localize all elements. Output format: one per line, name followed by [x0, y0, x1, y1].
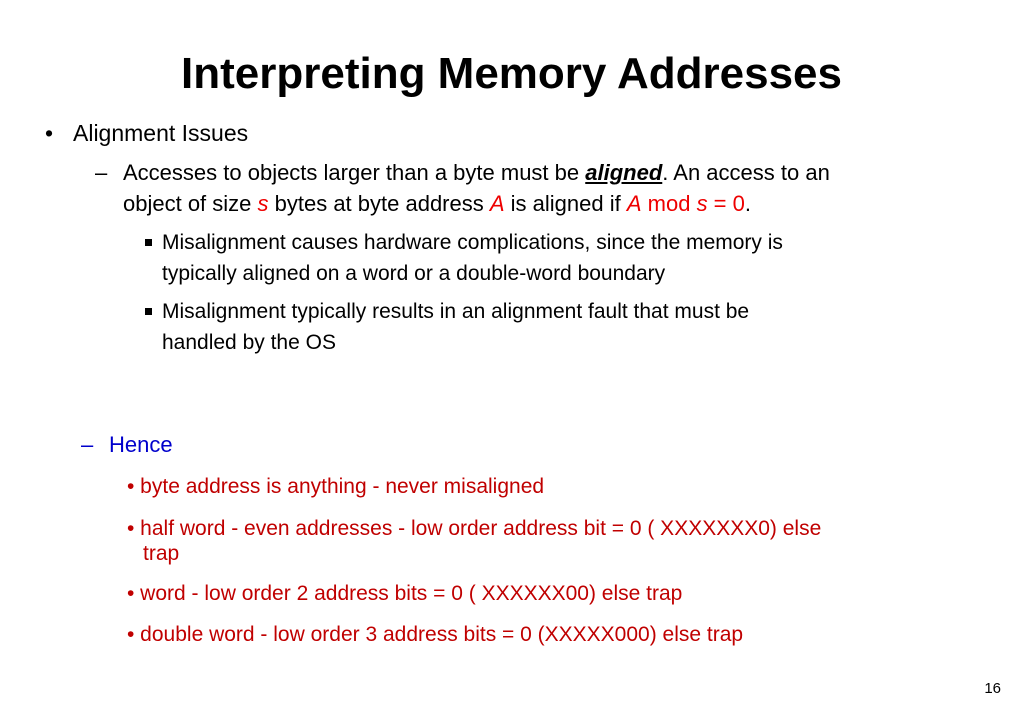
hence-item-word: • word - low order 2 address bits = 0 ( … — [127, 582, 683, 605]
hence-item-half-word-line-1: • half word - even addresses - low order… — [127, 517, 822, 540]
variable-a: A — [626, 191, 642, 216]
text-segment: . An access to an — [662, 160, 830, 185]
page-number: 16 — [984, 680, 1001, 697]
dash-marker: – — [95, 160, 108, 185]
bullet-alignment-issues: Alignment Issues — [73, 120, 249, 146]
square-bullet-icon — [145, 239, 152, 246]
variable-s: s — [696, 191, 708, 216]
aligned-definition-line-2: object of size s bytes at byte address A… — [123, 189, 751, 219]
hence-heading: Hence — [109, 432, 173, 457]
text-segment: . — [744, 191, 751, 216]
bullet-marker: • — [45, 120, 54, 146]
hence-item-double-word: • double word - low order 3 address bits… — [127, 623, 744, 646]
equals-zero: = 0 — [707, 191, 745, 216]
aligned-term: aligned — [585, 160, 663, 185]
text-segment: bytes at byte address — [268, 191, 490, 216]
mod-operator: mod — [641, 191, 697, 216]
text-segment: is aligned if — [504, 191, 627, 216]
sub-bullet-1-line-1: Misalignment causes hardware complicatio… — [162, 231, 783, 254]
hence-item-byte: • byte address is anything - never misal… — [127, 475, 545, 498]
text-segment: object of size — [123, 191, 258, 216]
text-segment: Accesses to objects larger than a byte m… — [123, 160, 586, 185]
square-bullet-icon — [145, 308, 152, 315]
variable-a: A — [489, 191, 505, 216]
sub-bullet-2-line-2: handled by the OS — [162, 331, 336, 354]
slide-title: Interpreting Memory Addresses — [181, 49, 842, 98]
hence-marker: – — [81, 432, 94, 457]
sub-bullet-1-line-2: typically aligned on a word or a double-… — [162, 262, 666, 285]
variable-s: s — [257, 191, 269, 216]
sub-bullet-2-line-1: Misalignment typically results in an ali… — [162, 300, 750, 323]
hence-item-half-word-line-2: trap — [143, 542, 180, 565]
aligned-definition-line-1: Accesses to objects larger than a byte m… — [123, 158, 830, 188]
